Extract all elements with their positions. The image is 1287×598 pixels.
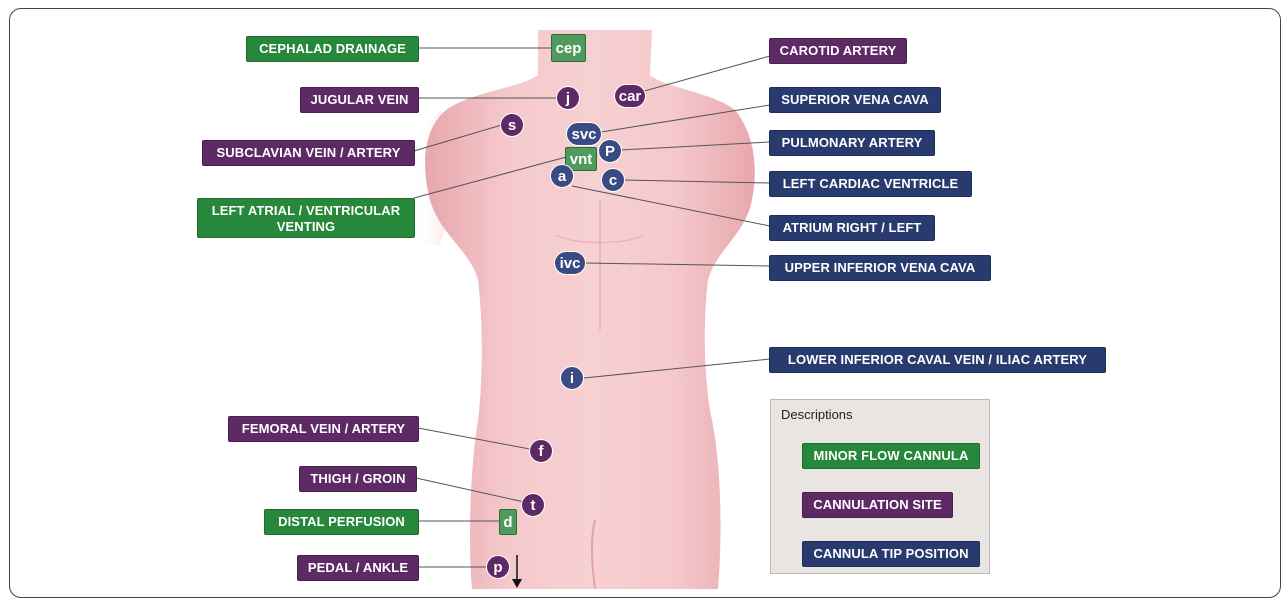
label-femoral: FEMORAL VEIN / ARTERY (228, 416, 419, 442)
label-carotid-artery: CAROTID ARTERY (769, 38, 907, 64)
label-upper-ivc: UPPER INFERIOR VENA CAVA (769, 255, 991, 281)
label-jugular-vein: JUGULAR VEIN (300, 87, 419, 113)
legend-minor-flow-cannula: MINOR FLOW CANNULA (802, 443, 980, 469)
label-lower-ivc-iliac: LOWER INFERIOR CAVAL VEIN / ILIAC ARTERY (769, 347, 1106, 373)
legend-box: Descriptions MINOR FLOW CANNULA CANNULAT… (770, 399, 990, 574)
label-left-cardiac-ventricle: LEFT CARDIAC VENTRICLE (769, 171, 972, 197)
marker-p: p (486, 555, 510, 579)
label-left-atrial-line2: VENTING (204, 219, 408, 235)
marker-ivc: ivc (554, 251, 586, 275)
marker-car: car (614, 84, 646, 108)
marker-j: j (556, 86, 580, 110)
marker-cep: cep (551, 34, 586, 62)
label-left-atrial-line1: LEFT ATRIAL / VENTRICULAR (204, 203, 408, 219)
marker-svc: svc (566, 122, 602, 146)
label-subclavian: SUBCLAVIAN VEIN / ARTERY (202, 140, 415, 166)
marker-d: d (499, 509, 517, 535)
label-left-atrial-venting: LEFT ATRIAL / VENTRICULAR VENTING (197, 198, 415, 238)
label-thigh-groin: THIGH / GROIN (299, 466, 417, 492)
marker-f: f (529, 439, 553, 463)
legend-title: Descriptions (781, 407, 853, 422)
label-pedal-ankle: PEDAL / ANKLE (297, 555, 419, 581)
label-distal-perfusion: DISTAL PERFUSION (264, 509, 419, 535)
label-pulmonary-artery: PULMONARY ARTERY (769, 130, 935, 156)
torso-shape (425, 30, 755, 589)
legend-cannula-tip-position: CANNULA TIP POSITION (802, 541, 980, 567)
marker-a: a (550, 164, 574, 188)
marker-P: P (598, 139, 622, 163)
marker-t: t (521, 493, 545, 517)
marker-c: c (601, 168, 625, 192)
label-cephalad-drainage: CEPHALAD DRAINAGE (246, 36, 419, 62)
label-atrium: ATRIUM RIGHT / LEFT (769, 215, 935, 241)
legend-cannulation-site: CANNULATION SITE (802, 492, 953, 518)
label-superior-vena-cava: SUPERIOR VENA CAVA (769, 87, 941, 113)
marker-s: s (500, 113, 524, 137)
marker-i: i (560, 366, 584, 390)
